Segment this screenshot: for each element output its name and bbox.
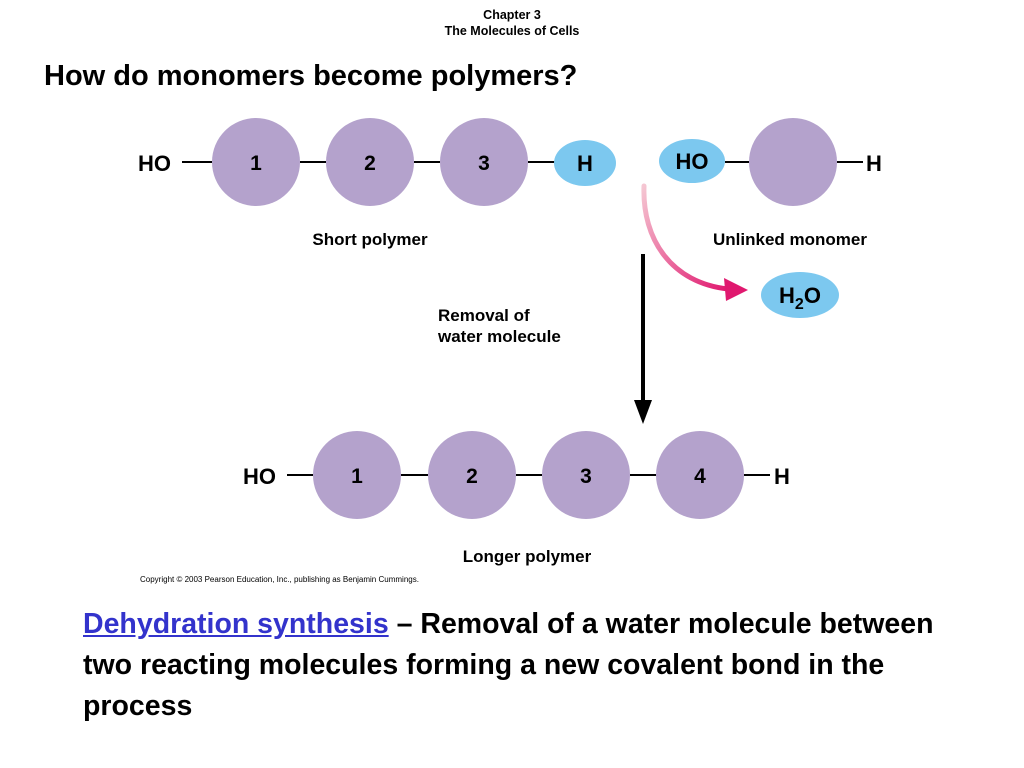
monomer-circle	[212, 118, 300, 206]
monomer-number: 2	[364, 152, 376, 175]
hydrogen-label: H	[774, 464, 790, 489]
hydrogen-label: H	[577, 151, 593, 176]
water-release-arrow	[641, 183, 731, 292]
copyright-notice: Copyright © 2003 Pearson Education, Inc.…	[140, 575, 419, 584]
monomer-circle	[313, 431, 401, 519]
monomer-number: 1	[351, 465, 363, 488]
water-subscript: 2	[795, 296, 804, 313]
chapter-subtitle: The Molecules of Cells	[444, 24, 580, 38]
chapter-number: Chapter 3	[483, 8, 541, 22]
definition-text: Dehydration synthesis – Removal of a wat…	[83, 604, 963, 727]
unlinked-monomer: HO H Unlinked monomer	[659, 118, 882, 249]
hydroxyl-ellipse	[659, 139, 725, 183]
monomer-circle	[749, 118, 837, 206]
hydroxyl-group-label: HO	[243, 464, 276, 489]
arrowhead-icon	[724, 278, 748, 301]
dehydration-diagram: HO 1 2 3 H Short polymer HO H Unlinked m…	[138, 118, 882, 566]
water-ellipse	[761, 272, 839, 318]
monomer-circle	[428, 431, 516, 519]
water-molecule: H2O	[761, 272, 839, 318]
water-h: H	[779, 283, 795, 308]
definition-body: – Removal of a water molecule between tw…	[83, 608, 934, 722]
monomer-number: 1	[250, 152, 262, 175]
monomer-circle	[440, 118, 528, 206]
dehydration-synthesis-link[interactable]: Dehydration synthesis	[83, 608, 389, 640]
process-label-line1: Removal of	[438, 306, 530, 325]
hydrogen-ellipse	[554, 140, 616, 186]
monomer-circle	[656, 431, 744, 519]
water-o: O	[804, 283, 821, 308]
longer-polymer: HO 1 2 3 4 H Longer polymer	[243, 431, 790, 566]
monomer-number: 3	[478, 152, 490, 175]
hydrogen-label: H	[866, 151, 882, 176]
reaction-arrowhead-icon	[634, 400, 652, 424]
slide-title: How do monomers become polymers?	[44, 60, 578, 92]
water-formula: H2O	[779, 283, 821, 313]
process-label-line2: water molecule	[437, 327, 561, 346]
monomer-number: 4	[694, 465, 706, 488]
monomer-number: 3	[580, 465, 592, 488]
short-polymer: HO 1 2 3 H Short polymer	[138, 118, 616, 249]
unlinked-monomer-label: Unlinked monomer	[713, 230, 867, 249]
longer-polymer-label: Longer polymer	[463, 547, 592, 566]
chapter-header: Chapter 3 The Molecules of Cells	[0, 7, 1024, 39]
monomer-circle	[542, 431, 630, 519]
monomer-number: 2	[466, 465, 478, 488]
short-polymer-label: Short polymer	[312, 230, 428, 249]
hydroxyl-group-label: HO	[138, 151, 171, 176]
hydroxyl-group-label: HO	[676, 149, 709, 174]
monomer-circle	[326, 118, 414, 206]
